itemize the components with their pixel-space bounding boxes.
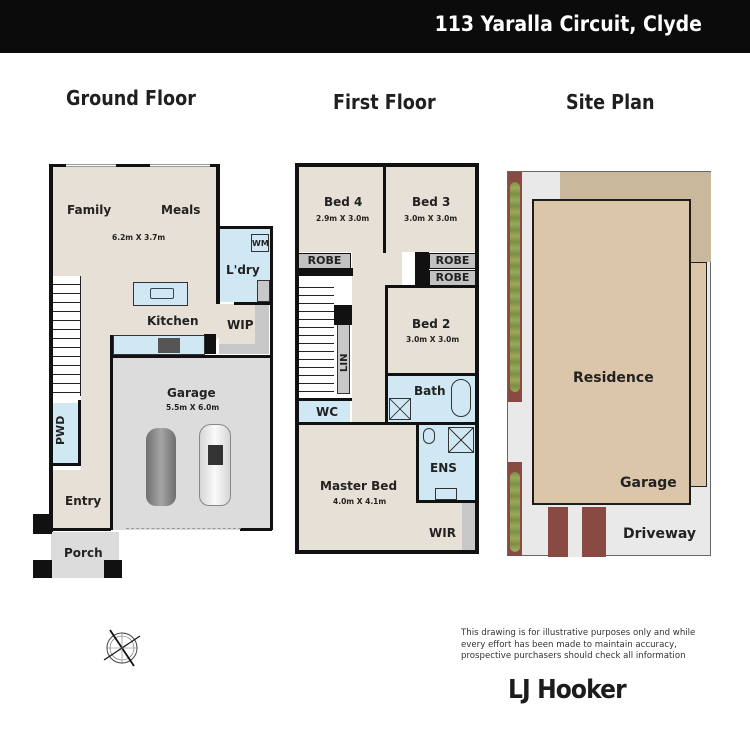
bed2-room [387,287,476,373]
wir-room [418,502,462,550]
garage-door [126,528,241,531]
bath-label: Bath [414,384,446,398]
garage-room [113,357,271,530]
hedge [510,472,520,552]
master-bed-dimensions: 4.0m X 4.1m [333,497,387,506]
family-meals-dimensions: 6.2m X 3.7m [112,233,166,242]
porch-label: Porch [64,546,103,560]
shower-icon [389,398,411,420]
stairs [298,280,334,395]
shower-icon [448,427,474,453]
kitchen-area [113,300,217,340]
stairs [52,276,81,396]
wip-shelf [255,304,269,354]
basin-icon [435,488,457,500]
wm-label: WM [252,239,269,248]
first-floor-title: First Floor [333,90,436,114]
wip-room [219,304,259,344]
entry-room [52,470,112,530]
entry-label: Entry [65,494,102,508]
bed4-room [298,166,383,252]
wip-label: WIP [227,318,254,332]
master-bed-room [298,425,418,550]
bed2-dimensions: 3.0m X 3.0m [406,335,460,344]
site-plan-title: Site Plan [566,90,655,114]
bathtub-icon [451,379,471,417]
master-bed-label: Master Bed [320,479,398,493]
bed3-room [385,166,476,252]
car-icon [199,424,231,506]
property-address: 113 Yaralla Circuit, Clyde [434,12,702,36]
bed3-robe: ROBE [429,253,476,269]
bed4-robe: ROBE [298,253,351,269]
ensuite-label: ENS [430,461,457,475]
first-floor-plan: ROBE ROBE ROBE Bed 4 2.9m X 3.0m Bed 3 3… [295,163,479,554]
car-icon [146,428,176,506]
linen-label: LIN [339,353,350,372]
residence-label: Residence [573,370,654,386]
powder-room [52,403,80,463]
header-bar: 113 Yaralla Circuit, Clyde [0,0,750,53]
wip-shelf-bottom [219,344,269,354]
cooktop-icon [158,338,180,353]
bed3-label: Bed 3 [412,195,451,209]
bed4-label: Bed 4 [324,195,363,209]
site-garage-label: Garage [620,475,677,491]
kitchen-island [133,282,188,306]
ground-floor-title: Ground Floor [66,86,196,110]
laundry-label: L'dry [226,263,260,277]
sink-icon [150,288,174,299]
bed2-label: Bed 2 [412,317,451,331]
kitchen-label: Kitchen [147,314,199,328]
disclaimer-text: This drawing is for illustrative purpose… [461,628,696,661]
path [568,507,582,557]
bed4-dimensions: 2.9m X 3.0m [316,214,370,223]
wir-shelf [462,502,476,550]
wc-room [298,401,350,422]
driveway-label: Driveway [623,526,697,542]
wir-label: WIR [429,526,456,540]
laundry-linen [257,280,270,302]
family-label: Family [67,203,112,217]
ground-floor-plan: WM Family Meals 6.2m X 3.7m L'dry Kitche… [0,0,290,600]
bed3-dimensions: 3.0m X 3.0m [404,214,458,223]
bed2-robe: ROBE [429,270,476,286]
compass-rose-icon [100,626,144,670]
brand-logo: LJ Hooker [508,675,627,705]
garage-label: Garage [167,386,216,400]
toilet-icon [423,428,435,444]
wc-label: WC [316,405,339,419]
hedge [510,182,520,392]
garage-dimensions: 5.5m X 6.0m [166,403,220,412]
site-plan: Residence Garage Driveway [507,171,711,557]
meals-label: Meals [161,203,201,217]
washing-machine-icon [251,234,269,252]
residence-footprint [532,199,691,505]
